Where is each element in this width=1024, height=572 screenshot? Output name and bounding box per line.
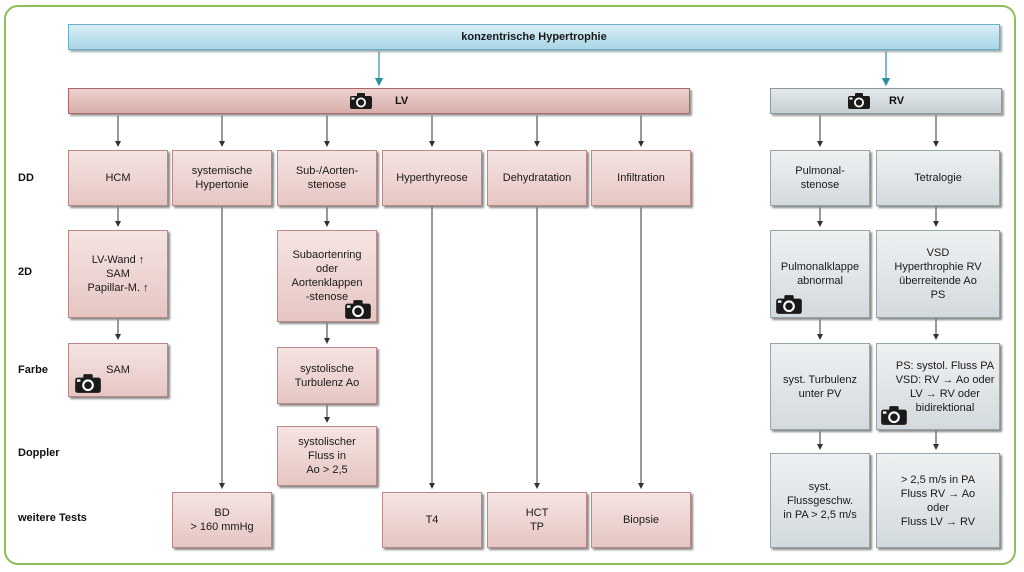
box-pulm-doppler: syst. Flussgeschw. in PA > 2,5 m/s	[770, 453, 870, 548]
box-hcm: HCM	[68, 150, 168, 206]
camera-icon	[848, 93, 870, 109]
row-label-weitere-tests: weitere Tests	[18, 512, 87, 524]
box-hct-tp-test: HCT TP	[487, 492, 587, 548]
box-hcm-farbe-label: SAM	[106, 364, 130, 376]
box-aortic-farbe: systolische Turbulenz Ao	[277, 347, 377, 404]
camera-icon	[881, 406, 907, 425]
box-hcm-2d: LV-Wand ↑ SAM Papillar-M. ↑	[68, 230, 168, 318]
camera-icon	[350, 93, 372, 109]
row-label-dd: DD	[18, 172, 34, 184]
box-aortenstenose: Sub-/Aorten- stenose	[277, 150, 377, 206]
camera-icon	[345, 300, 371, 319]
lv-label: LV	[395, 95, 409, 107]
camera-icon	[75, 374, 101, 393]
box-tetralogie: Tetralogie	[876, 150, 1000, 206]
box-biopsie-test: Biopsie	[591, 492, 691, 548]
diagram-title: konzentrische Hypertrophie	[461, 31, 607, 43]
row-label-2d: 2D	[18, 266, 33, 278]
box-t4-test: T4	[382, 492, 482, 548]
rv-label: RV	[889, 95, 905, 107]
box-pulm-farbe: syst. Turbulenz unter PV	[770, 343, 870, 430]
box-aortic-doppler: systolischer Fluss in Ao > 2,5	[277, 426, 377, 486]
camera-icon	[776, 295, 802, 314]
box-hyperthyreose: Hyperthyreose	[382, 150, 482, 206]
row-label-doppler: Doppler	[18, 447, 60, 459]
rv-header-bar: RV	[770, 88, 1002, 114]
box-tetra-doppler: > 2,5 m/s in PA Fluss RV → Ao oder Fluss…	[876, 453, 1000, 548]
box-bd-test: BD > 160 mmHg	[172, 492, 272, 548]
box-tetra-2d: VSD Hyperthrophie RV überreitende Ao PS	[876, 230, 1000, 318]
box-pulm-2d-label: Pulmonalklappe abnormal	[780, 261, 860, 287]
box-systemische-hypertonie: systemische Hypertonie	[172, 150, 272, 206]
lv-header-bar: LV	[68, 88, 690, 114]
box-pulmonalstenose: Pulmonal- stenose	[770, 150, 870, 206]
box-infiltration: Infiltration	[591, 150, 691, 206]
box-dehydratation: Dehydratation	[487, 150, 587, 206]
title-bar: konzentrische Hypertrophie	[68, 24, 1000, 50]
box-tetra-farbe-label: PS: systol. Fluss PA VSD: RV → Ao oder L…	[895, 359, 995, 414]
box-aortic-2d-label: Subaortenring oder Aortenklappen -stenos…	[291, 249, 363, 303]
row-label-farbe: Farbe	[18, 364, 48, 376]
